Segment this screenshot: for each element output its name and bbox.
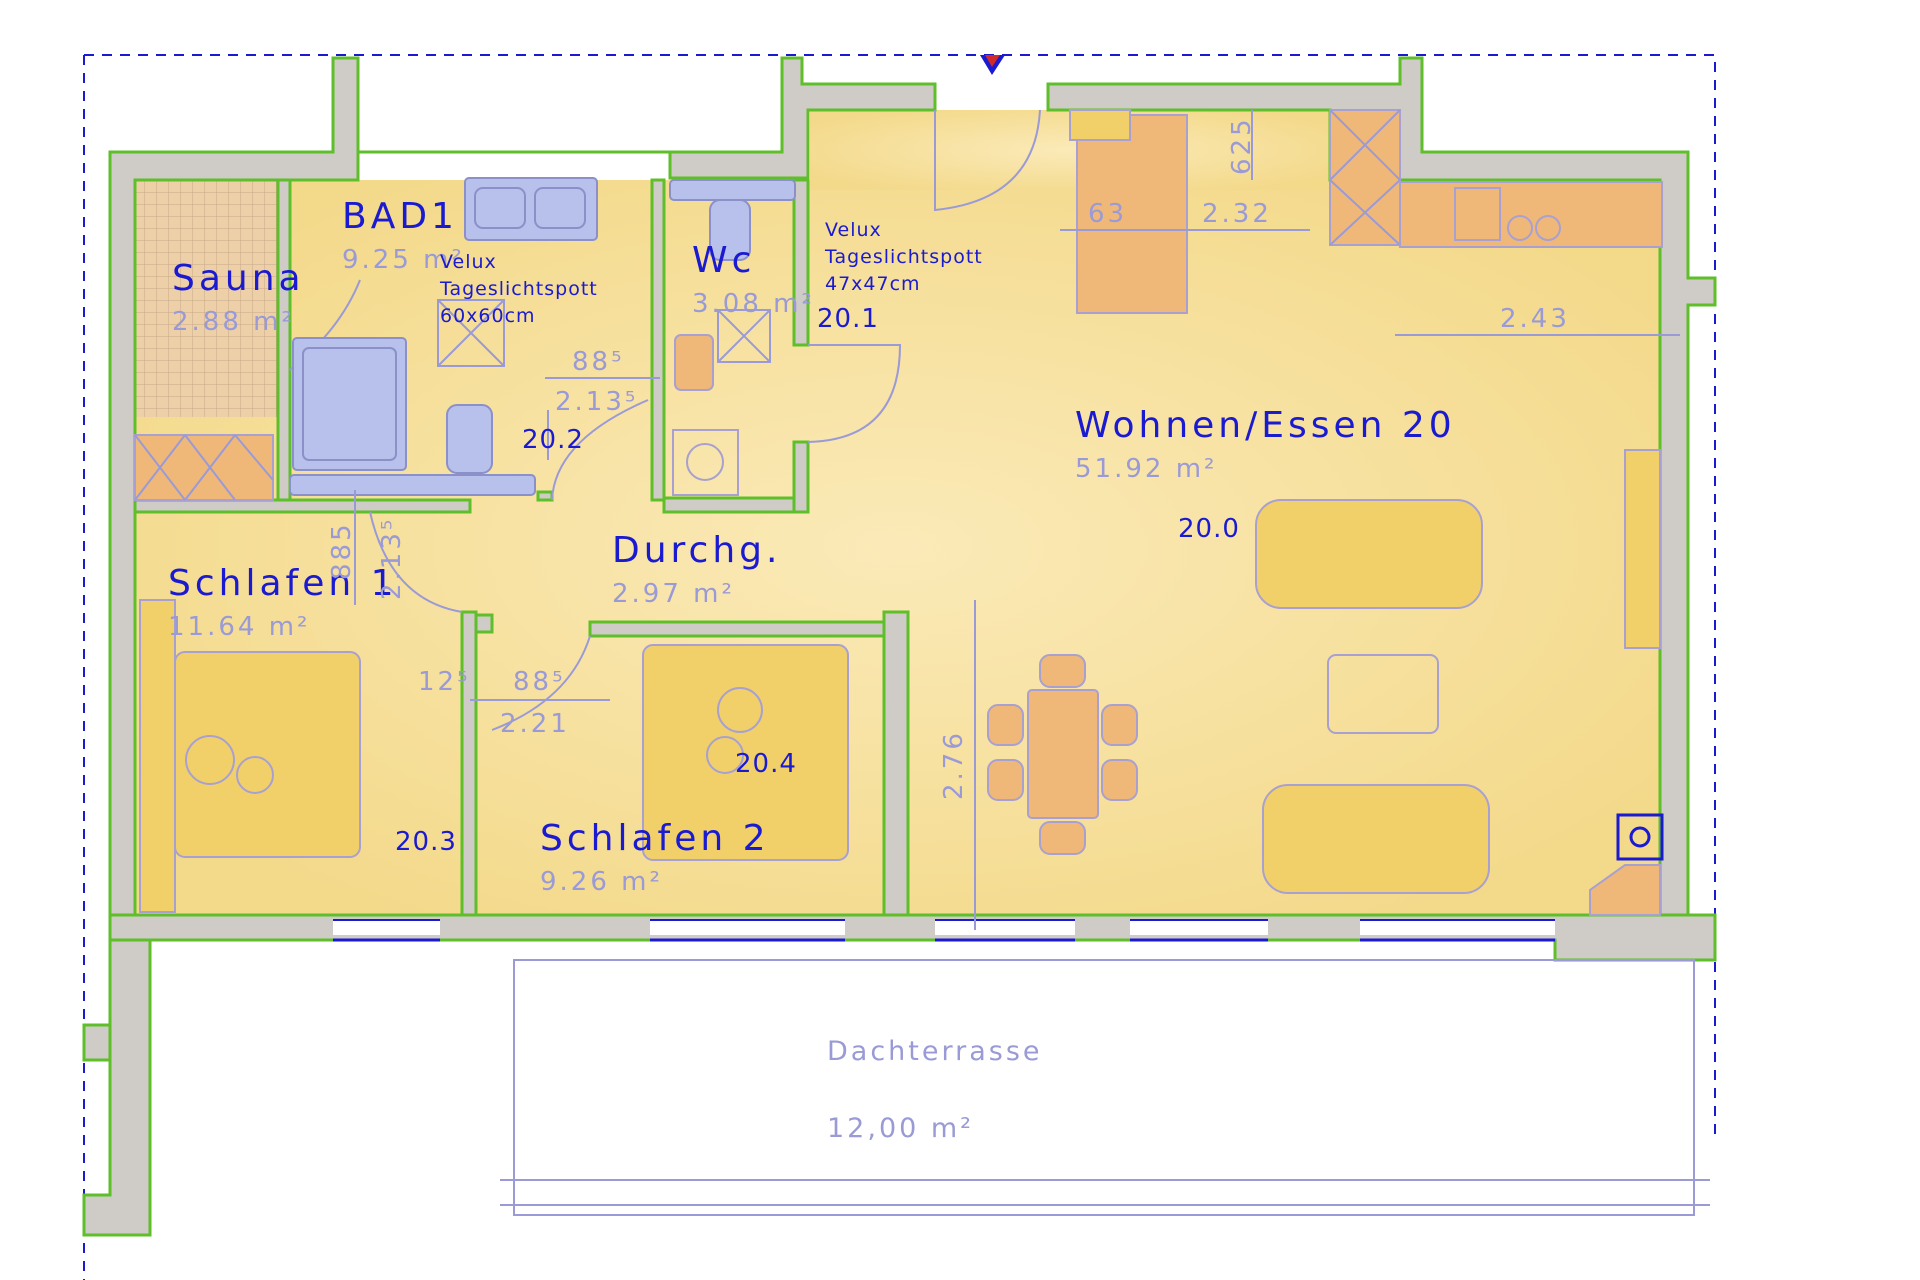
room-code-wohnen: 20.0	[1178, 514, 1240, 544]
room-name-wohnen: Wohnen/Essen 20	[1075, 405, 1456, 446]
beds	[139, 599, 849, 913]
dimension-label: 2.32	[1202, 199, 1272, 229]
room-name-schlafen2: Schlafen 2	[540, 818, 770, 859]
sanitary-fixtures	[289, 177, 796, 496]
fireplace-icon	[1616, 813, 1664, 861]
room-name-schlafen1: Schlafen 1	[168, 563, 398, 604]
room-name-sauna: Sauna	[172, 258, 305, 299]
dimension-label: 12⁵	[418, 667, 471, 697]
roof-boundary	[83, 54, 1716, 1280]
dimension-label: 2.13⁵	[377, 517, 407, 600]
dimension-label: 63	[1088, 199, 1127, 229]
room-name-bad1: BAD1	[342, 196, 458, 237]
sofa-icon	[1255, 499, 1483, 609]
toilet-icon	[446, 404, 493, 474]
dimension-label: 88⁵	[513, 667, 566, 697]
dining-table-icon	[1027, 689, 1099, 819]
room-code-schlafen1: 20.3	[395, 827, 457, 857]
room-area-schlafen1: 11.64 m²	[168, 612, 310, 642]
skylight-wc-line1: Velux	[825, 219, 882, 241]
dimension-lines	[354, 110, 1680, 930]
room-area-wc: 3.08 m²	[692, 289, 815, 319]
room-area-wohnen: 51.92 m²	[1075, 454, 1217, 484]
room-area-schlafen2: 9.26 m²	[540, 867, 663, 897]
dimension-label: 2.76	[939, 730, 969, 800]
room-code-schlafen2: 20.4	[735, 749, 797, 779]
dimension-label: 885	[327, 521, 357, 580]
skylight-bad-line1: Velux	[440, 251, 497, 273]
room-area-sauna: 2.88 m²	[172, 307, 295, 337]
terrace-area: 12,00 m²	[827, 1113, 974, 1144]
dimension-label: 2.13⁵	[555, 387, 638, 417]
terrace	[500, 959, 1710, 1216]
washing-machine-icon	[672, 429, 739, 496]
skylight-bad-line3: 60x60cm	[440, 305, 536, 327]
sauna-floor	[136, 181, 278, 417]
sofa-icon	[1262, 784, 1490, 894]
skylight-bad-line2: Tageslichtspott	[439, 278, 598, 300]
wc-toilet-icon	[709, 199, 751, 261]
coffee-table-icon	[1327, 654, 1439, 734]
skylights	[437, 299, 771, 367]
dimension-label: 88⁵	[572, 347, 625, 377]
bed-icon	[174, 651, 361, 858]
handbasin-icon	[674, 334, 714, 391]
skylight-wc-line3: 47x47cm	[825, 273, 921, 295]
kitchen-island-icon	[1076, 114, 1188, 314]
room-code-wc: 20.1	[817, 304, 879, 334]
living-furniture	[987, 449, 1664, 916]
dimension-label: 2.43	[1500, 304, 1570, 334]
room-name-wc: Wc	[692, 240, 755, 281]
kitchen	[134, 109, 1663, 501]
room-name-durchg: Durchg.	[612, 530, 781, 571]
bed-icon	[642, 644, 849, 861]
north-arrow-icon	[980, 55, 1005, 75]
dimension-label: 2.21	[500, 709, 570, 739]
skylight-wc-line2: Tageslichtspott	[824, 246, 983, 268]
room-area-durchg: 2.97 m²	[612, 579, 735, 609]
kitchen-counter-icon	[1399, 181, 1663, 248]
terrace-name: Dachterrasse	[827, 1036, 1043, 1067]
room-code-bad1: 20.2	[522, 425, 584, 455]
room-area-bad1: 9.25 m²	[342, 245, 465, 275]
dimension-label: 625	[1227, 116, 1257, 175]
